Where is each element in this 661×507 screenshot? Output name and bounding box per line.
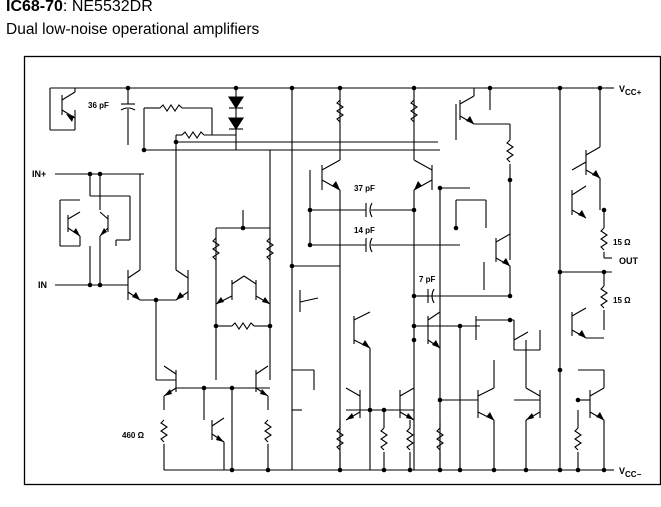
wiring (49, 87, 612, 471)
cap-7pf-label: 7 pF (419, 275, 436, 284)
title-separator: : (62, 0, 72, 15)
pin-in-plus: IN+ (32, 169, 46, 179)
cap-36pf-label: 36 pF (88, 101, 109, 110)
diagram-title: IC68-70: NE5532DR (6, 0, 153, 16)
res-15-bottom-label: 15 Ω (613, 296, 631, 305)
pin-out: OUT (619, 256, 639, 266)
pin-vcc-plus: VCC+ (619, 84, 642, 97)
pin-labels: VCC+ VCC− IN+ IN OUT (32, 84, 642, 479)
diagram-frame (23, 55, 661, 486)
part-name: NE5532DR (71, 0, 153, 15)
pin-in-minus: IN (38, 280, 47, 290)
res-15-top-label: 15 Ω (613, 238, 631, 247)
cap-14pf-label: 14 pF (354, 226, 375, 235)
pin-vcc-minus: VCC− (619, 466, 642, 479)
cap-37pf-label: 37 pF (354, 184, 375, 193)
component-labels: 36 pF 37 pF 14 pF 7 pF 460 Ω 15 Ω 15 Ω (88, 101, 631, 440)
diagram-subtitle: Dual low-noise operational amplifiers (6, 21, 260, 38)
part-id: IC68-70 (6, 0, 63, 15)
transistor-arrows (66, 114, 604, 442)
junction-dots (87, 85, 607, 473)
res-460-label: 460 Ω (122, 431, 145, 440)
pin-stubs (604, 87, 614, 471)
